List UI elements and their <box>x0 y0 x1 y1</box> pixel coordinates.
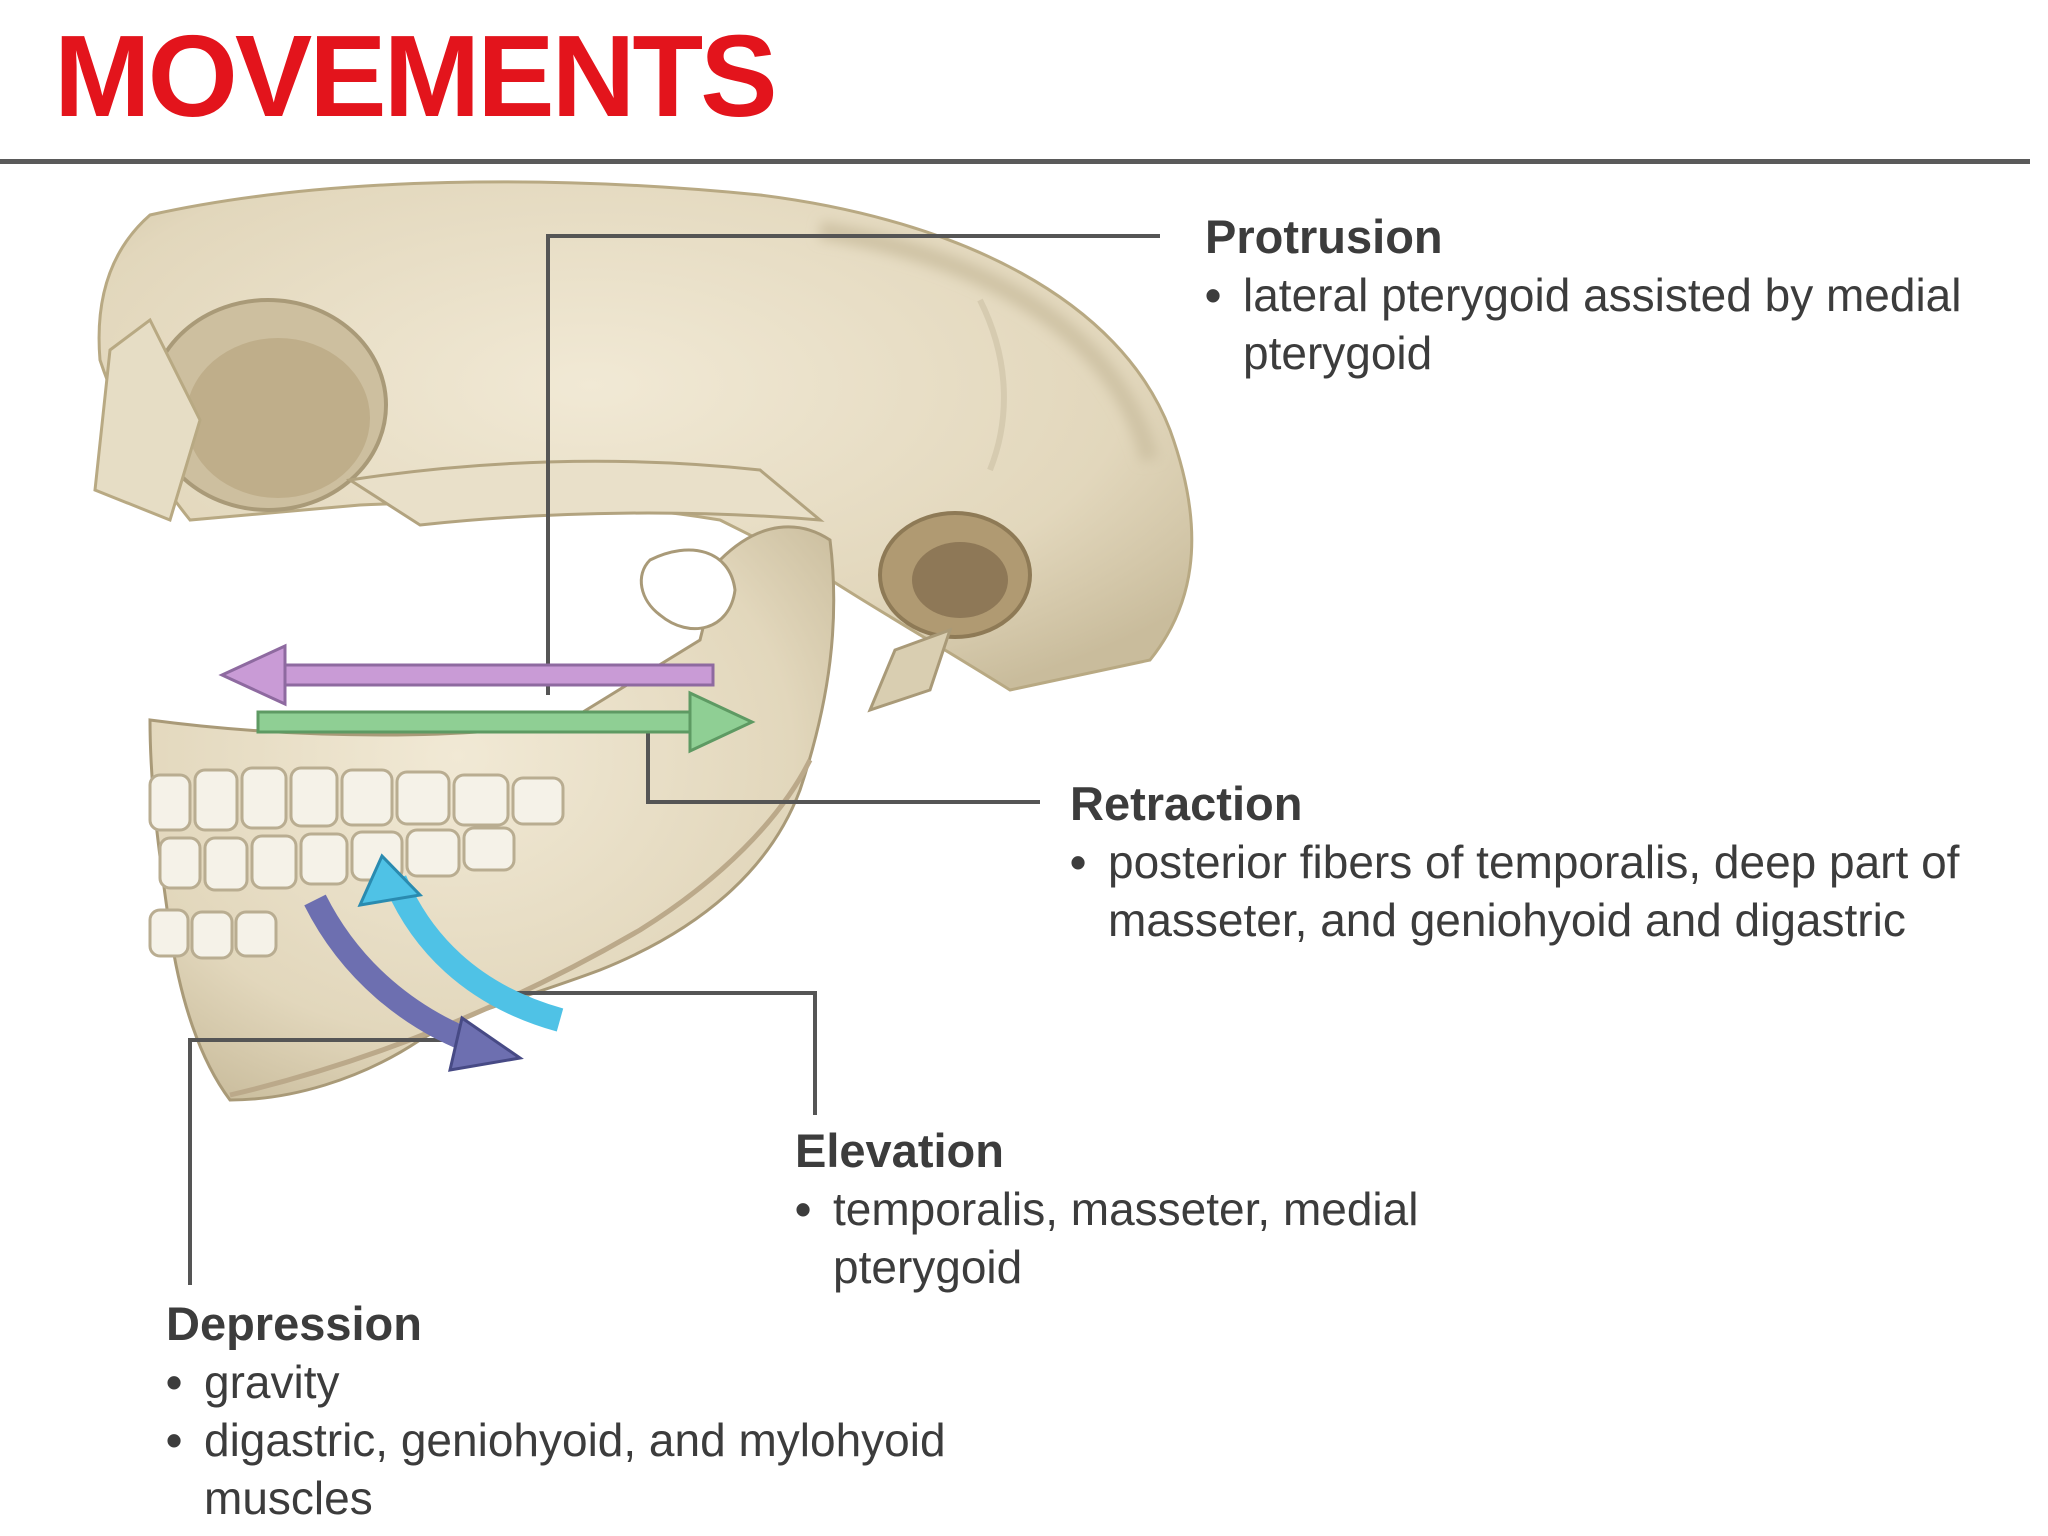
retraction-title: Retraction <box>1070 777 1303 830</box>
depression-title: Depression <box>166 1297 422 1350</box>
elevation-title: Elevation <box>795 1124 1004 1177</box>
elevation-list: temporalis, masseter, medial pterygoid <box>795 1180 1535 1296</box>
protrusion-list: lateral pterygoid assisted by medial pte… <box>1205 266 2025 382</box>
title-divider <box>0 159 2030 164</box>
protrusion-arrow <box>218 643 715 707</box>
retraction-label: Retraction posterior fibers of temporali… <box>1070 775 2030 949</box>
page-title: MOVEMENTS <box>54 11 778 141</box>
protrusion-leader <box>546 234 1160 695</box>
depression-arrow <box>304 894 524 1072</box>
depression-list: gravity digastric, geniohyoid, and myloh… <box>166 1353 1026 1527</box>
leader-lines <box>188 234 1160 1285</box>
protrusion-title: Protrusion <box>1205 210 1443 263</box>
protrusion-item: lateral pterygoid assisted by medial pte… <box>1205 266 2025 382</box>
orbit <box>148 298 388 512</box>
retraction-list: posterior fibers of temporalis, deep par… <box>1070 833 2030 949</box>
retraction-leader <box>646 720 1040 804</box>
retraction-arrow <box>256 690 756 754</box>
nasal-bone <box>93 317 202 523</box>
retraction-item: posterior fibers of temporalis, deep par… <box>1070 833 2030 949</box>
elevation-arrow <box>357 853 564 1032</box>
depression-leader <box>188 1038 470 1285</box>
teeth <box>148 766 565 960</box>
depression-item: digastric, geniohyoid, and mylohyoid mus… <box>166 1411 1026 1527</box>
protrusion-label: Protrusion lateral pterygoid assisted by… <box>1205 208 2025 382</box>
elevation-label: Elevation temporalis, masseter, medial p… <box>795 1122 1535 1296</box>
elevation-item: temporalis, masseter, medial pterygoid <box>795 1180 1535 1296</box>
depression-item: gravity <box>166 1353 1026 1411</box>
zygomatic-arch <box>345 459 825 527</box>
elevation-leader <box>490 991 817 1115</box>
depression-label: Depression gravity digastric, geniohyoid… <box>166 1295 1026 1527</box>
temporal-region <box>867 511 1032 713</box>
